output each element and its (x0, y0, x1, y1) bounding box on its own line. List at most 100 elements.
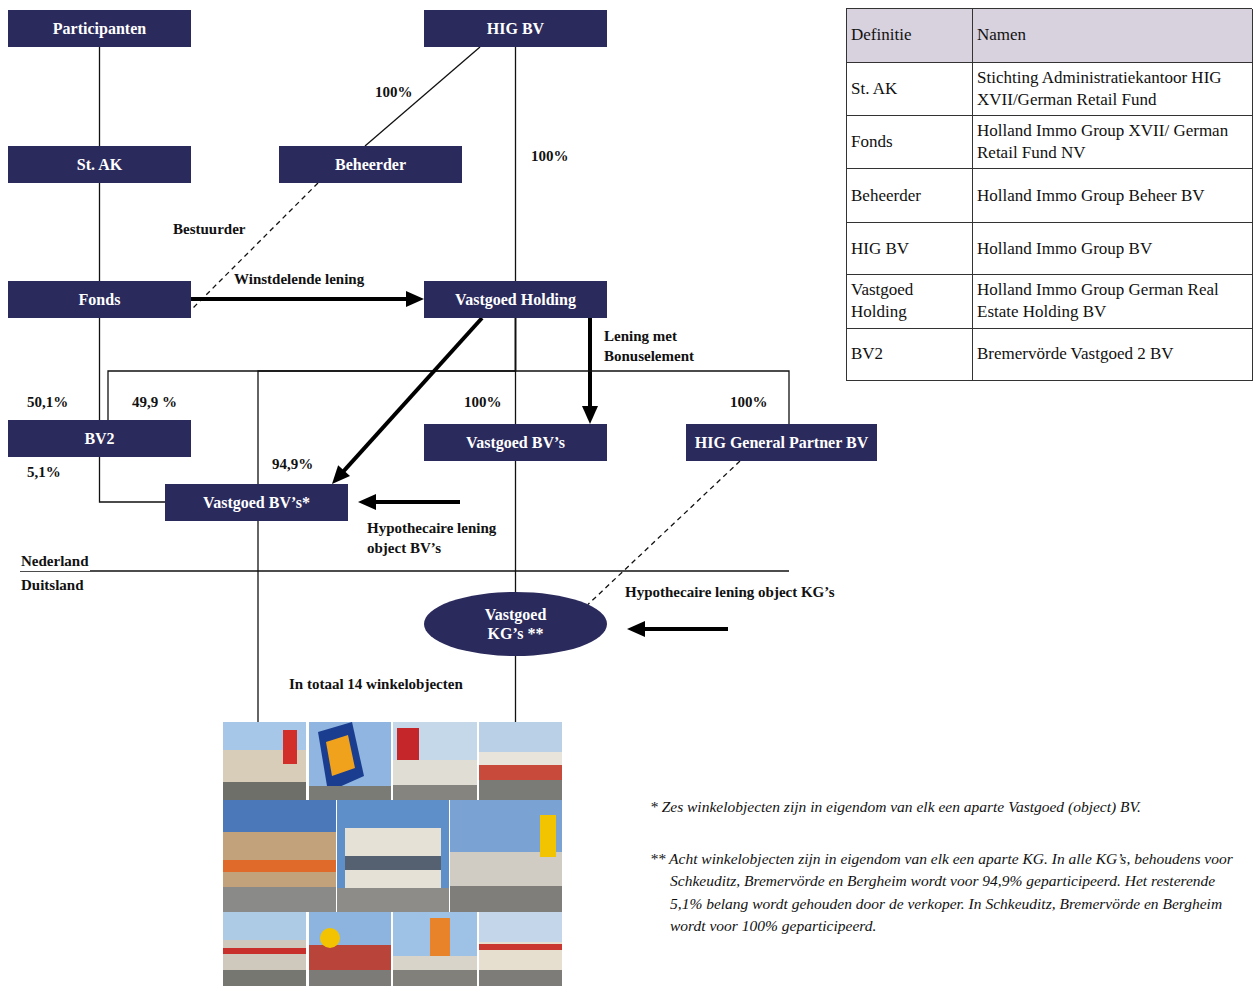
photo-sky (223, 912, 306, 986)
connector-line (515, 461, 516, 592)
edge-label: 94,9% (271, 454, 314, 474)
entity-box: Participanten (8, 10, 191, 47)
arrowhead (332, 465, 350, 484)
node-text: Participanten (53, 19, 146, 38)
node-text: Fonds (79, 290, 121, 309)
node-text: Vastgoed KG’s ** (468, 605, 564, 643)
photo-sign (326, 735, 355, 776)
photo-sky (393, 722, 477, 800)
connector (108, 318, 516, 420)
ellipse-fill (424, 592, 607, 656)
cell-text: Vastgoed Holding (851, 279, 968, 323)
leader-line (515, 656, 516, 722)
connector (100, 457, 166, 502)
photo-sky (393, 912, 477, 986)
connector (191, 183, 318, 310)
node-text: HIG General Partner BV (695, 433, 868, 452)
arrowhead (582, 406, 598, 424)
photo-sign (430, 918, 450, 958)
photo-sky (450, 800, 562, 912)
photo-sky (479, 912, 562, 986)
cell-text: BV2 (851, 343, 883, 365)
table-cell: Holland Immo Group XVII/ German Retail F… (973, 116, 1253, 169)
ellipse-node: Vastgoed KG’s ** (424, 592, 607, 656)
edge-label: Winstdelende lening (233, 269, 365, 289)
node-text: HIG BV (487, 19, 544, 38)
text-label: Nederland (20, 551, 90, 571)
entity-box: Beheerder (279, 146, 462, 183)
photo-building (223, 860, 336, 872)
photo-ground (337, 888, 449, 912)
edge-label: 100% (729, 392, 769, 412)
connector (99, 183, 100, 281)
photo-ground (223, 970, 306, 986)
connector-line (191, 297, 408, 301)
photo-building (223, 948, 306, 954)
cell-text: HIG BV (851, 238, 909, 260)
table-cell: Vastgoed Holding (847, 275, 973, 328)
cell-text: Holland Immo Group Beheer BV (977, 185, 1205, 207)
connector (516, 318, 790, 424)
connector-line (99, 47, 100, 146)
cell-text: Fonds (851, 131, 893, 153)
photo-sky (223, 800, 336, 912)
photo-ground (479, 970, 562, 986)
node-text: St. AK (77, 155, 122, 174)
footnote: ** Acht winkelobjecten zijn in eigendom … (650, 848, 1250, 938)
connector (99, 47, 100, 146)
photo-ground (309, 970, 391, 986)
arrowhead (406, 291, 424, 307)
table-cell: BV2 (847, 329, 973, 381)
photo-sign (318, 722, 364, 792)
photo-building (345, 828, 441, 888)
entity-box: HIG BV (424, 10, 607, 47)
loan-arrow (644, 627, 728, 631)
table-cell: Bremervörde Vastgoed 2 BV (973, 329, 1253, 381)
connector-line (588, 318, 592, 408)
cell-text: Holland Immo Group BV (977, 238, 1152, 260)
edge-label: 5,1% (26, 462, 62, 482)
text-label: Hypothecaire lening object KG’s (624, 582, 836, 602)
connector-line (99, 183, 100, 281)
footnote: * Zes winkelobjecten zijn in eigendom va… (650, 796, 1250, 818)
connector (365, 47, 480, 146)
cell-text: Holland Immo Group German Real Estate Ho… (977, 279, 1248, 323)
node-text: Vastgoed BV’s (466, 433, 565, 452)
photo-building (479, 765, 562, 780)
connector-line (365, 47, 480, 146)
border-line (20, 570, 789, 571)
photo-sky (309, 912, 391, 986)
cell-text: Definitie (851, 24, 911, 46)
connector-line (108, 318, 516, 420)
edge-label: 100% (374, 82, 414, 102)
entity-box: Vastgoed Holding (424, 281, 607, 318)
entity-box: Vastgoed BV’s* (165, 484, 348, 521)
photo-building (345, 856, 441, 870)
text-label: In totaal 14 winkelobjecten (288, 674, 464, 694)
entity-box: BV2 (8, 420, 191, 457)
entity-box: Vastgoed BV’s (424, 424, 607, 461)
loan-arrow (374, 500, 460, 504)
connector-line (191, 183, 318, 310)
connector-line (99, 318, 100, 420)
text-label: Duitsland (20, 575, 85, 595)
connector-line (516, 318, 790, 424)
arrowhead (627, 621, 645, 637)
cell-text: Namen (977, 24, 1026, 46)
connector (191, 291, 424, 307)
edge-label: 100% (530, 146, 570, 166)
photo-building (479, 942, 562, 970)
photo-sign (397, 728, 419, 760)
table-cell: Holland Immo Group BV (973, 223, 1253, 275)
definition-table: DefinitieNamenSt. AKStichting Administra… (846, 8, 1252, 381)
edge-label: 49,9 % (131, 392, 178, 412)
photo-building (393, 760, 477, 785)
photo-ground (479, 780, 562, 800)
photo-building (479, 944, 562, 950)
entity-box: HIG General Partner BV (686, 424, 877, 461)
table-cell: HIG BV (847, 223, 973, 275)
photo-sign (540, 815, 556, 857)
photo-building (393, 956, 477, 970)
photo-ground (223, 887, 336, 912)
